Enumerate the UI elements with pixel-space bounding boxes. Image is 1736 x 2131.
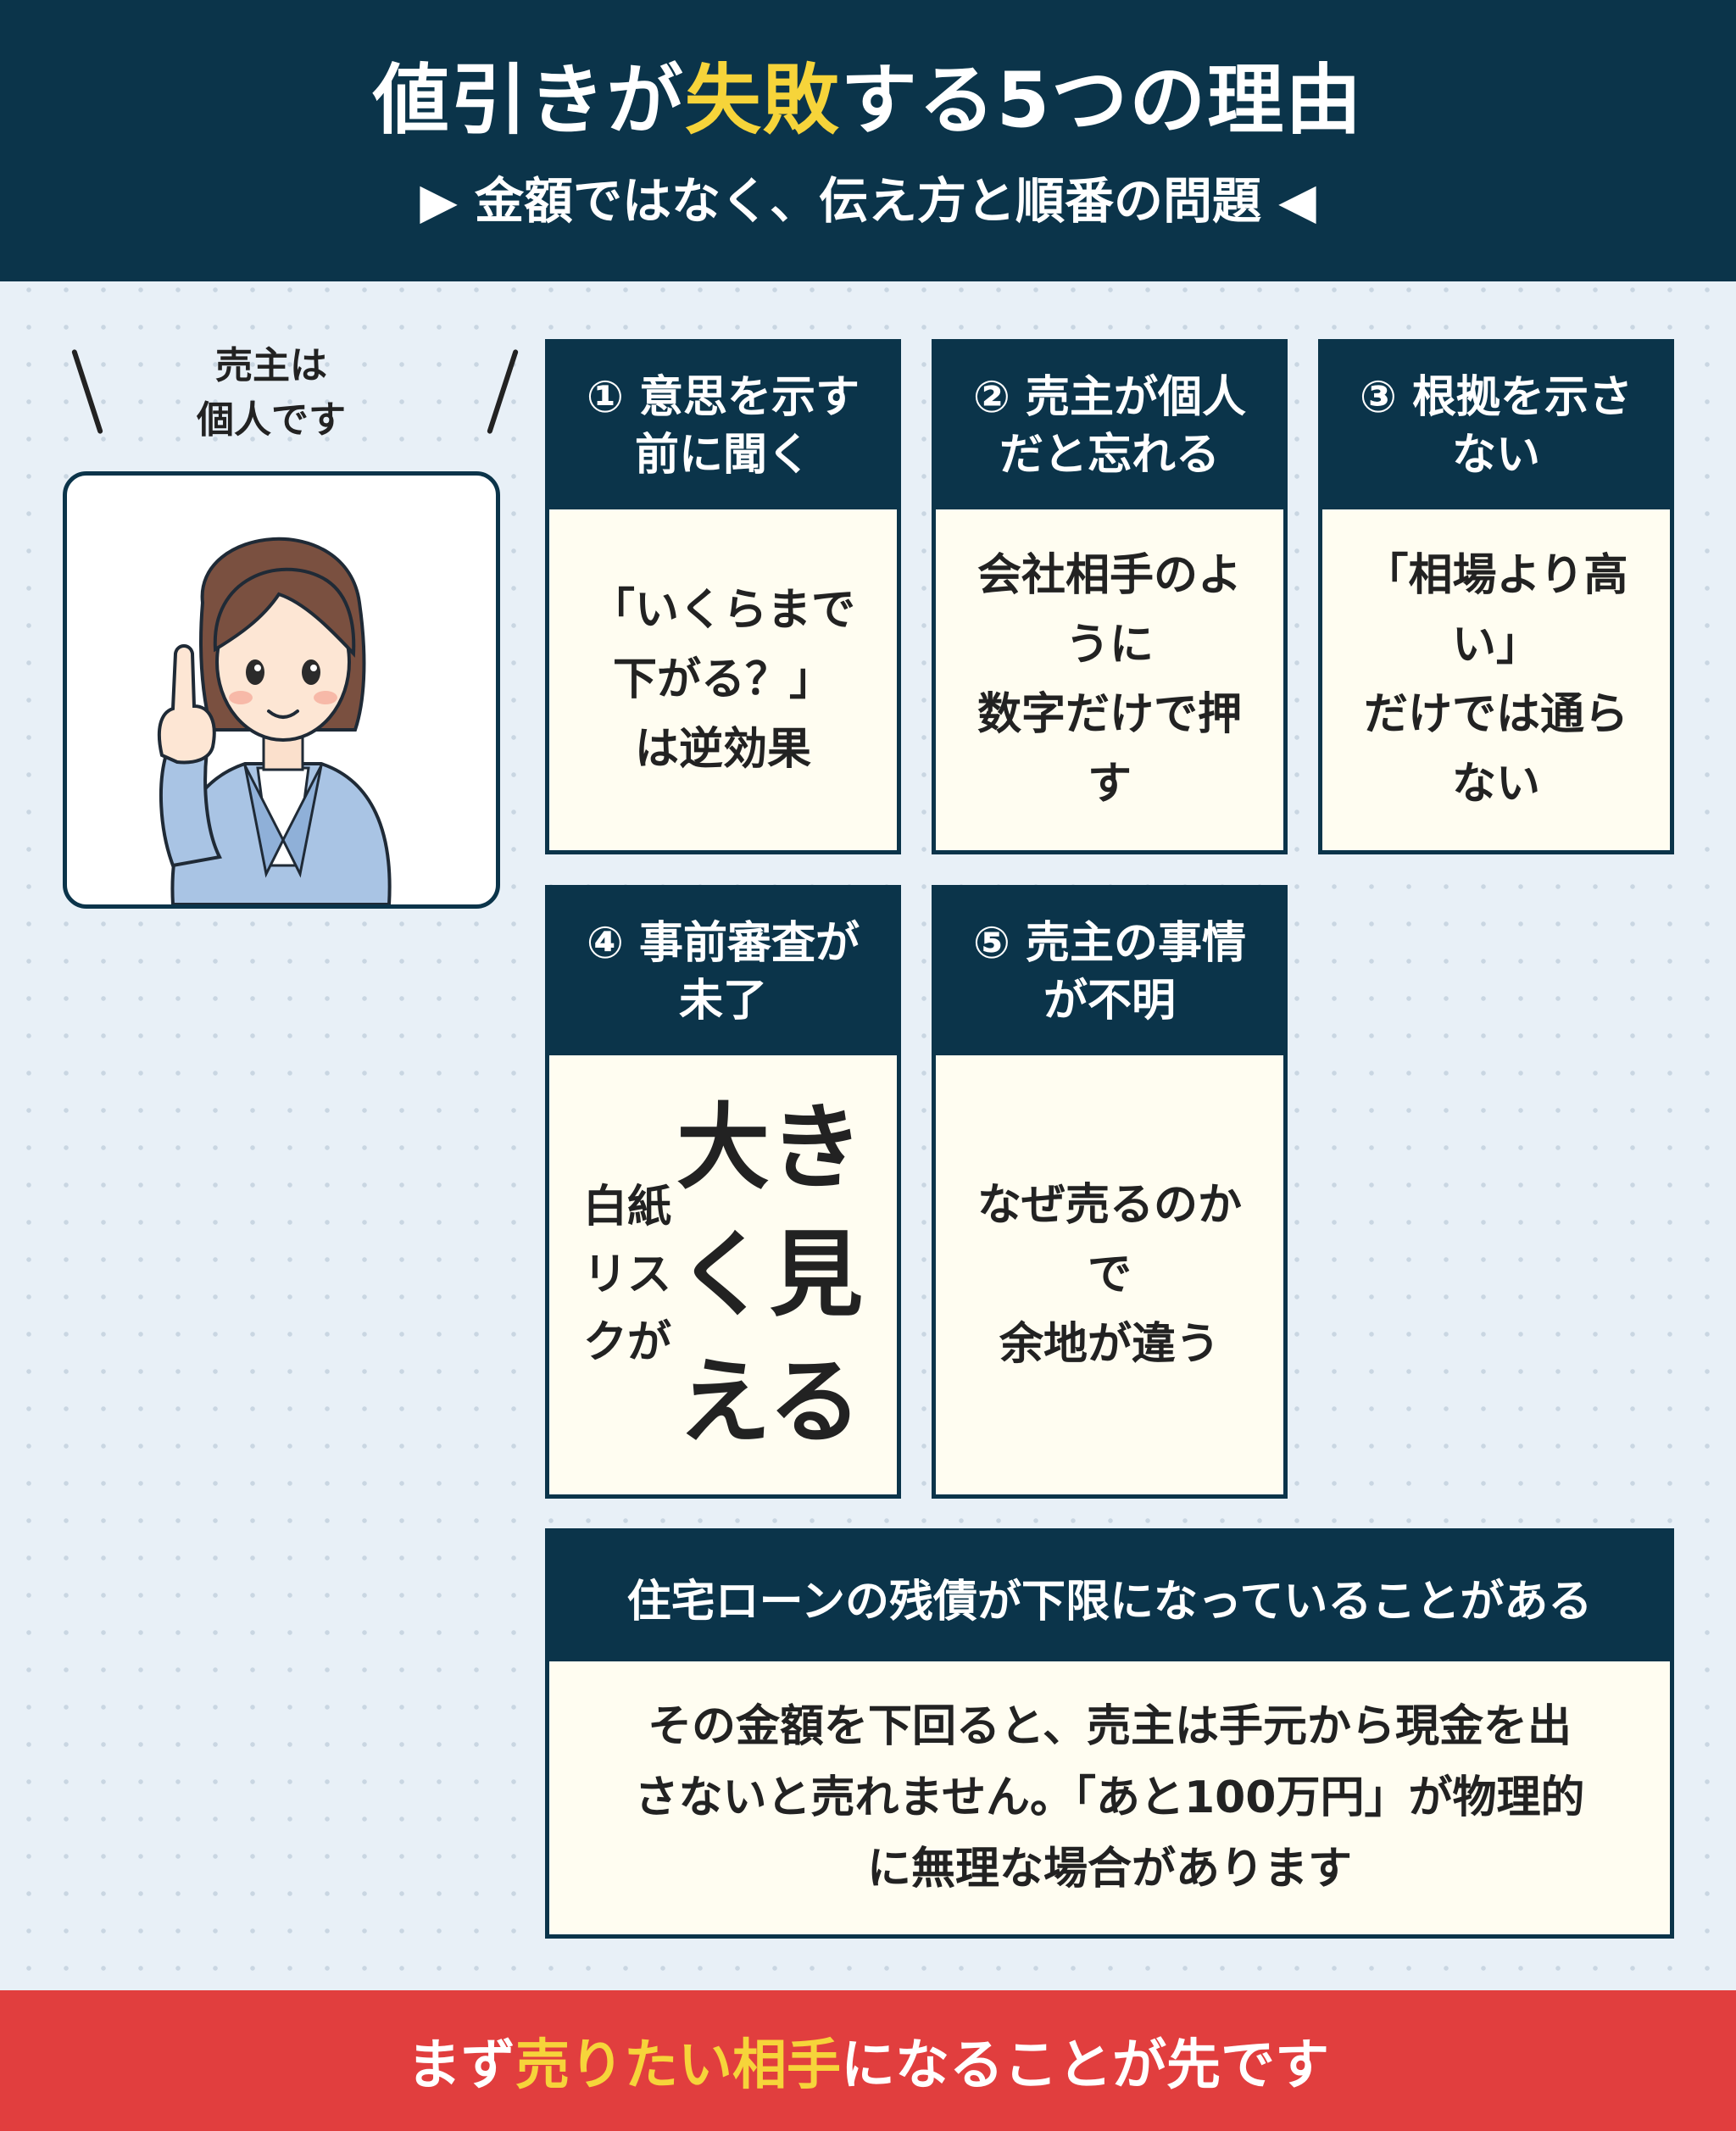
speech-label: 売主は 個人です: [59, 339, 519, 458]
loan-note-body: その金額を下回ると、売主は手元から現金を出 さないと売れません。「あと100万円…: [634, 1701, 1585, 1895]
reason-3-heading: ③ 根拠を示さ ない: [1322, 343, 1670, 509]
reason-4-body: 白紙 リス クが 大き く見 える: [549, 1055, 897, 1494]
page-subtitle: ▶ 金額ではなく、伝え方と順番の問題 ◀: [420, 172, 1316, 230]
reason-card-5: ⑤ 売主の事情 が不明 なぜ売るのか で 余地が違う: [932, 885, 1288, 1499]
reason-4-body-small: 白紙 リス クが: [582, 1182, 671, 1368]
reason-card-3: ③ 根拠を示さ ない 「相場より高 い」 だけでは通ら ない: [1318, 339, 1674, 854]
title-part-1: 値引きが: [372, 56, 685, 145]
reason-4-heading: ④ 事前審査が 未了: [549, 889, 897, 1055]
reason-card-1: ① 意思を示す 前に聞く 「いくらまで 下がる？」 は逆効果: [545, 339, 901, 854]
conclusion-highlight: 売りたい相手: [515, 2034, 841, 2097]
page-title: 値引きが失敗する5つの理由: [0, 54, 1736, 147]
speech-text: 売主は 個人です: [197, 344, 346, 442]
reason-5-body: なぜ売るのか で 余地が違う: [976, 1180, 1242, 1370]
reason-card-2: ② 売主が個人 だと忘れる 会社相手のよ うに 数字だけで押 す: [932, 339, 1288, 854]
reason-2-body: 会社相手のよ うに 数字だけで押 す: [976, 550, 1242, 810]
reason-1-body: 「いくらまで 下がる？」 は逆効果: [590, 585, 855, 775]
header-banner: 値引きが失敗する5つの理由 ▶ 金額ではなく、伝え方と順番の問題 ◀: [0, 0, 1736, 281]
reason-4-body-big: 大き く見 える: [676, 1093, 863, 1456]
reason-1-heading: ① 意思を示す 前に聞く: [549, 343, 897, 509]
title-highlight: 失敗: [684, 56, 841, 145]
businesswoman-illustration: [157, 537, 392, 904]
emphasis-mark-left: [71, 348, 103, 435]
loan-note-heading: 住宅ローンの残債が下限になっていることがある: [549, 1533, 1670, 1661]
character-frame: [63, 471, 500, 909]
reason-3-body: 「相場より高 い」 だけでは通ら ない: [1363, 550, 1628, 810]
emphasis-mark-right: [487, 348, 519, 435]
reason-2-heading: ② 売主が個人 だと忘れる: [936, 343, 1283, 509]
conclusion-part-2: になることが先です: [841, 2034, 1329, 2097]
conclusion-banner: まず売りたい相手になることが先です: [0, 1990, 1736, 2131]
reason-5-heading: ⑤ 売主の事情 が不明: [936, 889, 1283, 1055]
reason-card-4: ④ 事前審査が 未了 白紙 リス クが 大き く見 える: [545, 885, 901, 1499]
title-part-2: する5つの理由: [840, 56, 1364, 145]
loan-note-card: 住宅ローンの残債が下限になっていることがある その金額を下回ると、売主は手元から…: [545, 1528, 1674, 1939]
conclusion-part-1: まず: [407, 2034, 515, 2097]
